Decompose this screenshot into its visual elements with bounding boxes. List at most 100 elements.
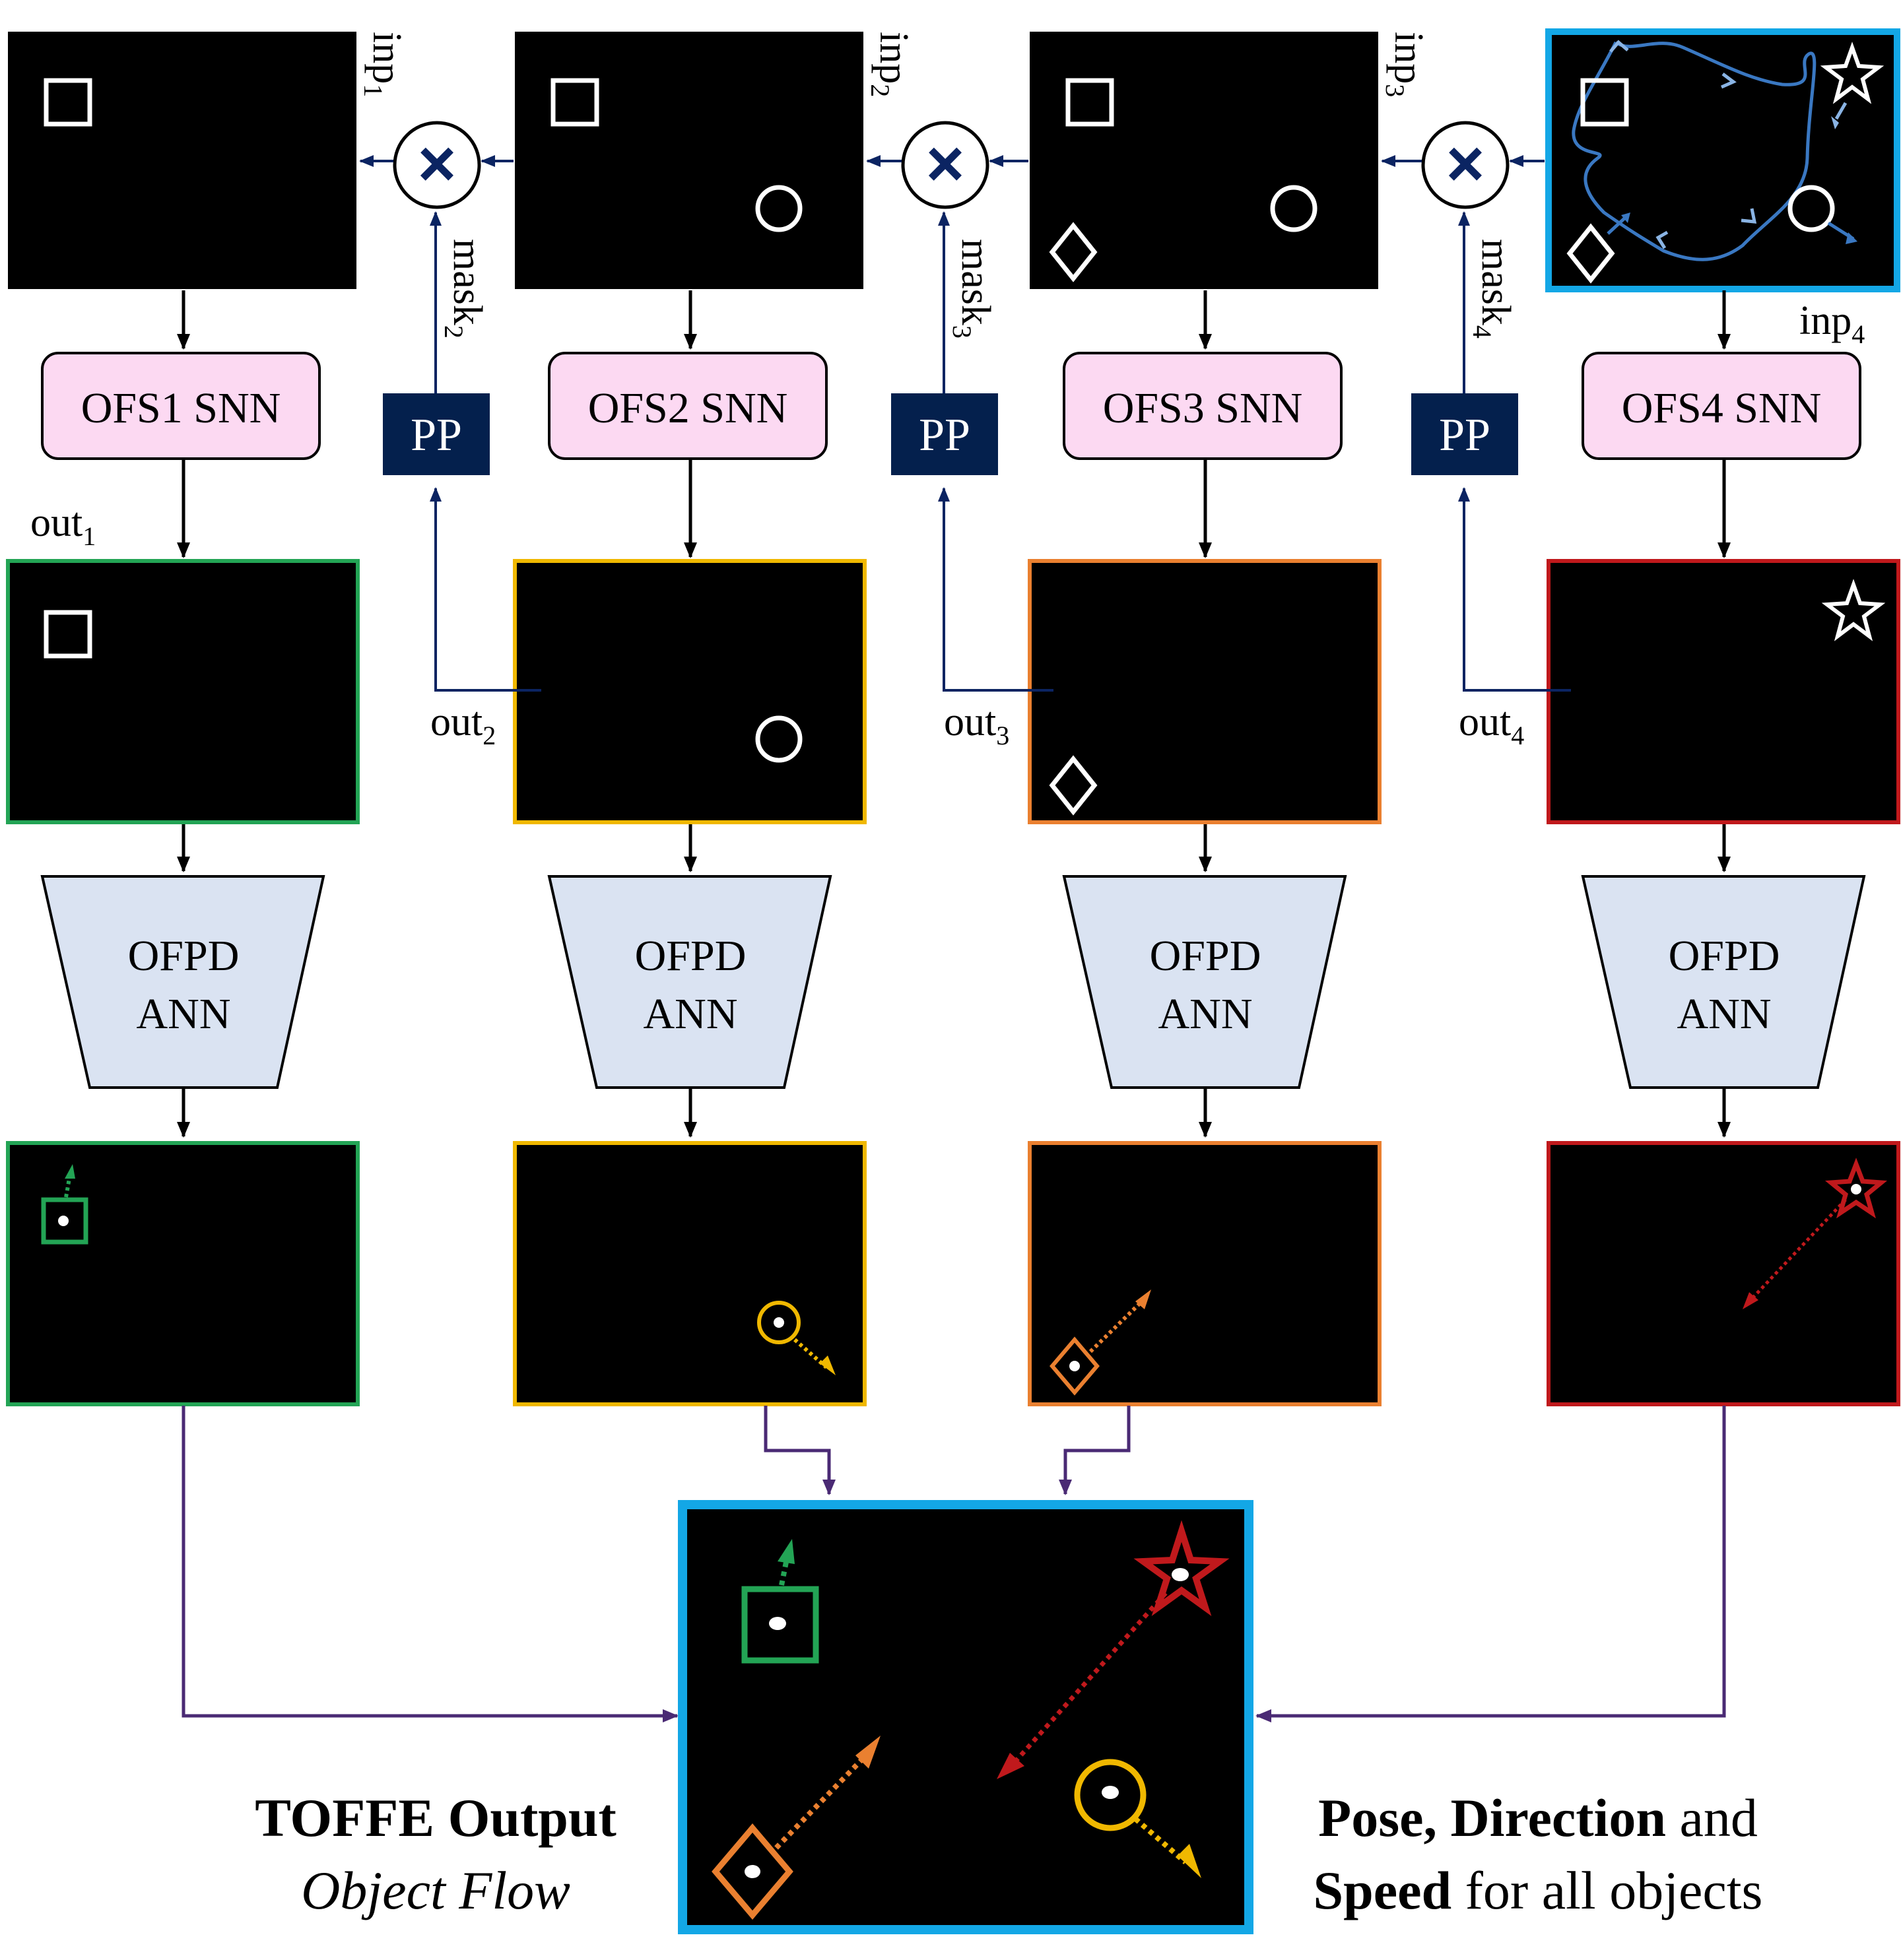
ann-label-line2: ANN: [644, 990, 738, 1038]
flow-chevron: [1655, 230, 1669, 249]
ann-label-line1: OFPD: [1669, 932, 1780, 980]
merge-line-3: [1059, 1406, 1131, 1495]
centroid-dot: [1102, 1786, 1119, 1799]
circle-shape: [1270, 185, 1317, 232]
ann-label-line2: ANN: [1158, 990, 1253, 1038]
centroid-dot: [1851, 1184, 1861, 1194]
mask-label-2: mask2: [439, 239, 490, 339]
arrow-head-green: [778, 1539, 795, 1564]
merge-line-4: [1255, 1406, 1726, 1722]
motion-hint-head: [1621, 212, 1630, 223]
snn-box-3: [1063, 352, 1343, 460]
ann-trapezoid-1: [40, 875, 325, 1089]
square-shape: [550, 78, 599, 127]
arrow-head-green: [65, 1164, 75, 1179]
flow-arrow-orange: [774, 1755, 867, 1850]
multiply-symbol: ×: [418, 127, 456, 201]
stage-1: OFS1 SNN OFPD ANN: [6, 32, 360, 1406]
pose-panel-3: [1028, 1141, 1382, 1406]
caption-left-title: TOFFE Output: [255, 1788, 617, 1848]
square-outline-green: [41, 1197, 88, 1245]
out-label-4: out4: [1459, 700, 1524, 750]
motion-hint-head: [1846, 232, 1857, 244]
io-labels: inp4 out1 out2 out3 out4: [30, 298, 1865, 750]
snn-label-2: OFS2 SNN: [588, 384, 788, 432]
output-panel-3: [1028, 559, 1382, 824]
square-shape: [44, 610, 92, 659]
motion-hint-head: [1831, 116, 1839, 129]
inp-label-4: inp4: [1799, 298, 1865, 349]
feedback-line: [430, 487, 541, 692]
ann-trapezoid-2: [547, 875, 832, 1089]
merge-line-1: [182, 1406, 679, 1722]
centroid-dot: [774, 1317, 784, 1328]
merge-connectors: [182, 1406, 1726, 1722]
input-panel-3: [1030, 32, 1378, 289]
ann-label-line1: OFPD: [635, 932, 747, 980]
ann-label-line1: OFPD: [1150, 932, 1261, 980]
input-chain: × × ×: [359, 121, 1545, 209]
diamond-shape: [1049, 222, 1098, 282]
input-panel-1: [8, 32, 356, 289]
arrow-head-red: [997, 1753, 1024, 1779]
flow-arrow-red: [1011, 1591, 1168, 1767]
flow-arrow-green: [779, 1558, 789, 1586]
ann-label-line2: ANN: [1677, 990, 1772, 1038]
out-label-1: out1: [30, 500, 96, 551]
output-panel-1: [6, 559, 360, 824]
motion-hint: [1834, 102, 1848, 120]
ann-trapezoid-3: [1062, 875, 1347, 1089]
pp-box-4: [1411, 393, 1518, 475]
arrow-head-yellow: [820, 1356, 836, 1375]
stage-4: OFS4 SNN OFPD ANN: [1545, 28, 1900, 1406]
pose-panel-4: [1547, 1141, 1900, 1406]
circle-shape: [1787, 185, 1835, 232]
rotated-labels: inp1 inp2 inp3 mask2 mask3 mask4: [358, 32, 1518, 339]
circle-shape: [755, 715, 803, 763]
square-shape: [1065, 78, 1114, 127]
out-label-2: out2: [430, 700, 496, 750]
flow-chevron: [1741, 208, 1757, 224]
mask-label-3: mask3: [947, 239, 998, 339]
caption-left-subtitle: Object Flow: [301, 1860, 570, 1920]
diamond-outline-orange: [712, 1823, 793, 1920]
flow-arrow-red: [1751, 1198, 1847, 1300]
arrow-head-red: [1743, 1292, 1758, 1309]
output-panel-2: [513, 559, 867, 824]
snn-box-2: [548, 352, 828, 460]
mask-label-4: mask4: [1467, 239, 1518, 339]
diamond-shape: [1566, 223, 1615, 284]
caption-right-line1: Pose, Direction and: [1318, 1788, 1758, 1848]
ann-trapezoid-4: [1581, 875, 1866, 1089]
circle-shape: [755, 185, 803, 232]
star-outline-red: [1824, 1158, 1888, 1219]
multiply-symbol: ×: [1446, 127, 1484, 201]
snn-label-4: OFS4 SNN: [1622, 384, 1822, 432]
pp-label: PP: [411, 410, 462, 461]
merge-line-2: [764, 1406, 836, 1495]
motion-hint: [1607, 216, 1626, 235]
final-output-panel: [678, 1500, 1253, 1934]
inp-label-2: inp2: [865, 32, 916, 97]
input-panel-2: [515, 32, 863, 289]
centroid-dot: [769, 1617, 786, 1630]
feedback-line: [938, 487, 1053, 692]
diamond-outline-orange: [1050, 1336, 1100, 1396]
ann-label-line2: ANN: [137, 990, 231, 1038]
inp-label-3: inp3: [1380, 32, 1431, 97]
stage-3: OFS3 SNN OFPD ANN: [1028, 32, 1382, 1406]
flow-chevron: [1720, 73, 1737, 89]
pose-panel-2: [513, 1141, 867, 1406]
caption-right-line2: Speed for all objects: [1314, 1860, 1763, 1920]
stage-2: OFS2 SNN OFPD ANN: [513, 32, 867, 1406]
circle-outline-yellow: [757, 1301, 801, 1344]
multiply-node-4: [1421, 121, 1510, 209]
centroid-dot: [1172, 1568, 1189, 1581]
multiply-node-3: [901, 121, 989, 209]
pp-box-2: [383, 393, 490, 475]
square-shape: [44, 78, 92, 127]
pp-box-3: [891, 393, 998, 475]
snn-label-1: OFS1 SNN: [81, 384, 281, 432]
final-output: [678, 1500, 1253, 1934]
